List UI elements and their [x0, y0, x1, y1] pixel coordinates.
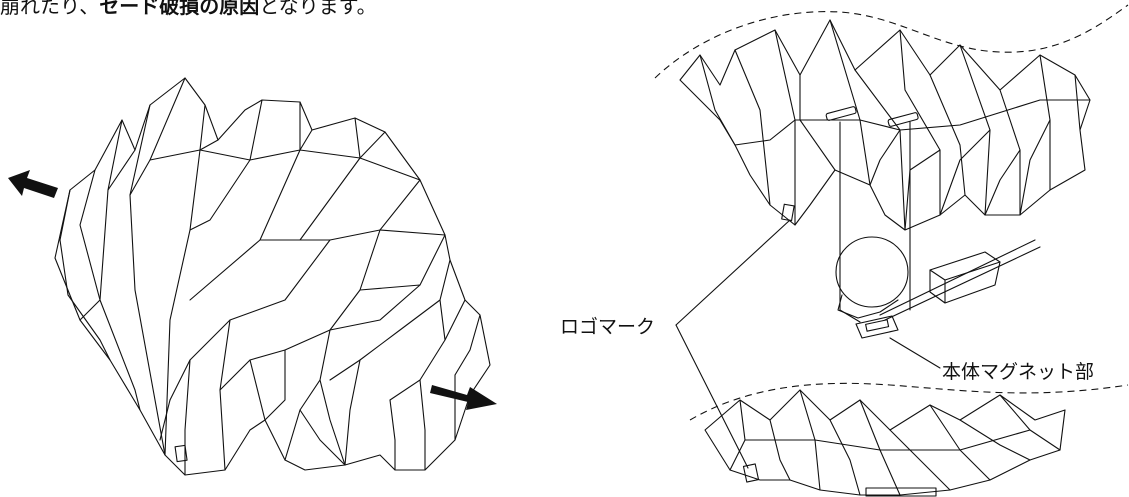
caption-suffix: となります。 — [259, 0, 377, 18]
bottom-slot — [865, 487, 937, 497]
slot-2 — [887, 112, 919, 127]
arrow-right-icon — [430, 385, 497, 410]
arrow-left-icon — [8, 170, 58, 198]
shade-left-illustration — [8, 77, 497, 476]
caption-text: 崩れたり、セード破損の原因となります。 — [0, 0, 377, 19]
caption-bold: セード破損の原因 — [99, 0, 260, 18]
magnet — [855, 315, 899, 339]
magnet-label: 本体マグネット部 — [942, 361, 1095, 383]
logo-mark-label: ロゴマーク — [560, 316, 656, 338]
slot-1 — [825, 106, 857, 121]
shade-right-illustration — [654, 4, 1129, 497]
caption-prefix: 崩れたり、 — [0, 0, 100, 18]
logo-mark-left — [174, 444, 188, 463]
bulb — [835, 236, 909, 308]
logo-mark-bottom — [742, 463, 760, 483]
plug — [929, 251, 1001, 304]
logo-mark-top — [781, 203, 795, 222]
